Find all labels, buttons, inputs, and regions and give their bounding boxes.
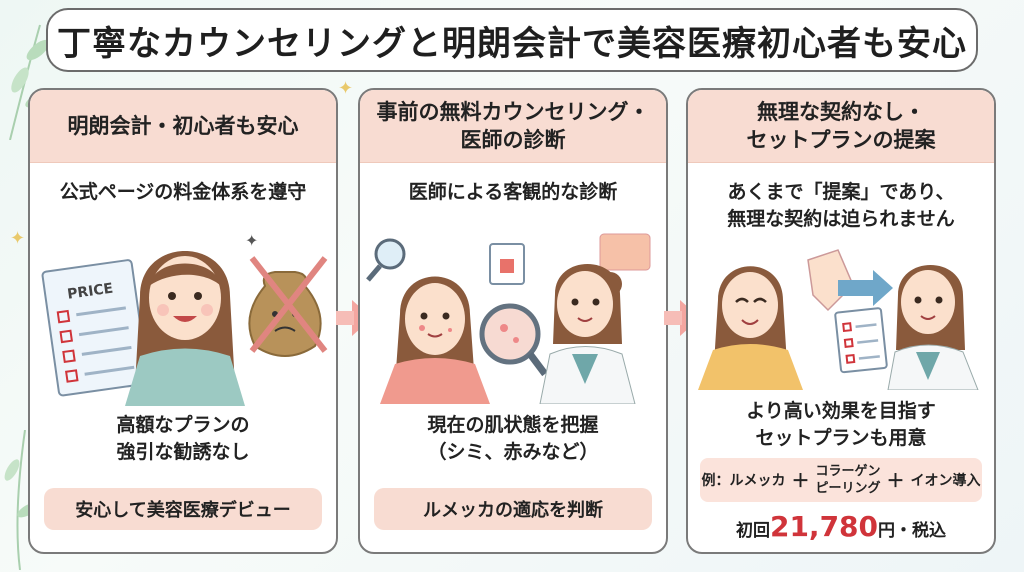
panel-subtitle: 医師による客観的な診断 — [408, 181, 618, 203]
panel-header: 無理な契約なし・ セットプランの提案 — [688, 90, 994, 163]
panel-subtitle: 公式ページの料金体系を遵守 — [59, 181, 307, 203]
doctor-examining-patient-illustration — [366, 233, 651, 404]
panel-footer-text: ルメッカの適応を判断 — [423, 500, 603, 521]
first-visit-price: 初回21,780円・税込 — [688, 510, 994, 543]
formula-item-ion: イオン導入 — [910, 473, 981, 489]
svg-text:✦: ✦ — [245, 231, 258, 250]
panel-footer-pill: 安心して美容医療デビュー — [44, 488, 322, 530]
panel-description: 高額なプランの 強引な勧誘なし — [30, 412, 336, 466]
formula-item-line: ピーリング — [815, 481, 881, 496]
formula-item-collagen-peeling: コラーゲン ピーリング — [815, 463, 880, 497]
panel-subtitle: あくまで「提案」であり、 無理な契約は迫られません — [688, 179, 994, 233]
panel-description-line: 強引な勧誘なし — [116, 441, 250, 463]
panel-no-forced-contract: 無理な契約なし・ セットプランの提案 あくまで「提案」であり、 無理な契約は迫ら… — [686, 88, 996, 554]
panel-transparent-pricing: 明朗会計・初心者も安心 公式ページの料金体系を遵守 PRICE — [28, 88, 338, 554]
panel-header-line: 事前の無料カウンセリング・ — [376, 100, 650, 124]
panel-footer-text: 安心して美容医療デビュー — [75, 500, 291, 521]
set-plan-example: 例：ルメッカ ＋ コラーゲン ピーリング ＋ イオン導入 — [700, 458, 982, 502]
panel-header-line: 医師の診断 — [460, 128, 566, 152]
page-title: 丁寧なカウンセリングと明朗会計で美容医療初心者も安心 — [57, 23, 967, 64]
panel-description: より高い効果を目指す セットプランも用意 — [688, 398, 994, 452]
panel-header-line: 無理な契約なし・ — [757, 100, 925, 124]
panel-subtitle-line: あくまで「提案」であり、 — [727, 181, 955, 203]
plus-icon: ＋ — [886, 471, 905, 492]
panel-free-counseling: 事前の無料カウンセリング・ 医師の診断 医師による客観的な診断 現在の肌状態を把… — [358, 88, 668, 554]
price-amount: 21,780 — [769, 510, 879, 543]
panel-description-line: より高い効果を目指す — [746, 400, 936, 422]
sparkle-icon: ✦ — [338, 78, 354, 99]
formula-item-line: コラーゲン — [815, 464, 881, 479]
woman-with-price-list-illustration: PRICE ✦ — [41, 231, 328, 406]
price-card-label: PRICE — [66, 280, 114, 302]
panel-description-line: 高額なプランの — [116, 414, 250, 436]
price-prefix: 初回 — [735, 521, 770, 541]
page-title-box: 丁寧なカウンセリングと明朗会計で美容医療初心者も安心 — [46, 8, 978, 72]
panel-header: 事前の無料カウンセリング・ 医師の診断 — [360, 90, 666, 163]
plus-icon: ＋ — [791, 471, 810, 492]
panel-header: 明朗会計・初心者も安心 — [30, 90, 336, 163]
price-suffix: 円・税込 — [878, 521, 947, 541]
panel-header-line: 明朗会計・初心者も安心 — [67, 114, 299, 138]
panel-description-line: （シミ、赤みなど） — [427, 441, 599, 463]
panel-subtitle-line: 無理な契約は迫られません — [727, 208, 955, 230]
sparkle-icon: ✦ — [10, 228, 26, 249]
doctor-proposing-plan-illustration — [698, 249, 979, 390]
formula-item-lumecca: 例：ルメッカ — [701, 473, 786, 489]
panel-description-line: セットプランも用意 — [755, 427, 927, 449]
panel-description: 現在の肌状態を把握 （シミ、赤みなど） — [360, 412, 666, 466]
panel-description-line: 現在の肌状態を把握 — [427, 414, 599, 436]
panel-footer-pill: ルメッカの適応を判断 — [374, 488, 652, 530]
panel-header-line: セットプランの提案 — [746, 128, 936, 152]
